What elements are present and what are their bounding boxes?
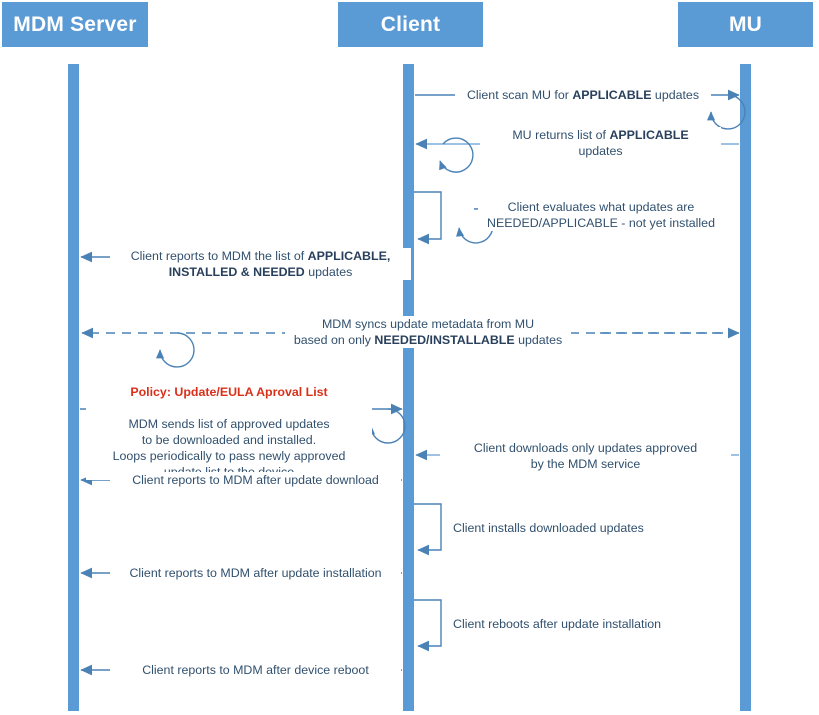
message-arrow-m9	[414, 503, 442, 556]
participant-header-client[interactable]: Client	[338, 2, 483, 47]
message-label-m2: MU returns list of APPLICABLE updates	[480, 127, 721, 159]
message-label-m6: Policy: Update/EULA Aproval List MDM sen…	[86, 368, 372, 480]
participant-header-mu[interactable]: MU	[678, 2, 813, 47]
message-label-m8: Client reports to MDM after update downl…	[110, 472, 401, 488]
participant-label-mdm: MDM Server	[13, 12, 137, 36]
message-label-m10: Client reports to MDM after update insta…	[110, 565, 401, 581]
lifeline-mdm	[68, 64, 79, 711]
lifeline-mu	[740, 64, 751, 711]
message-label-m9: Client installs downloaded updates	[450, 520, 676, 536]
participant-label-client: Client	[380, 12, 441, 36]
message-arrow-m11	[414, 599, 442, 652]
message-label-m5: MDM syncs update metadata from MU based …	[285, 316, 571, 348]
message-label-m12: Client reports to MDM after device reboo…	[110, 662, 401, 678]
participant-label-mu: MU	[728, 12, 763, 36]
message-label-m6-body: MDM sends list of approved updates to be…	[112, 417, 346, 479]
policy-label: Policy: Update/EULA Aproval List	[130, 385, 328, 399]
message-label-m4: Client reports to MDM the list of APPLIC…	[110, 248, 411, 280]
message-label-m3: Client evaluates what updates are NEEDED…	[478, 199, 724, 231]
message-label-m7: Client downloads only updates approved b…	[440, 440, 731, 472]
lifeline-client	[403, 64, 414, 711]
message-label-m11: Client reboots after update installation	[450, 616, 686, 632]
participant-header-mdm[interactable]: MDM Server	[2, 2, 148, 47]
message-label-m1: Client scan MU for APPLICABLE updates	[455, 87, 711, 103]
